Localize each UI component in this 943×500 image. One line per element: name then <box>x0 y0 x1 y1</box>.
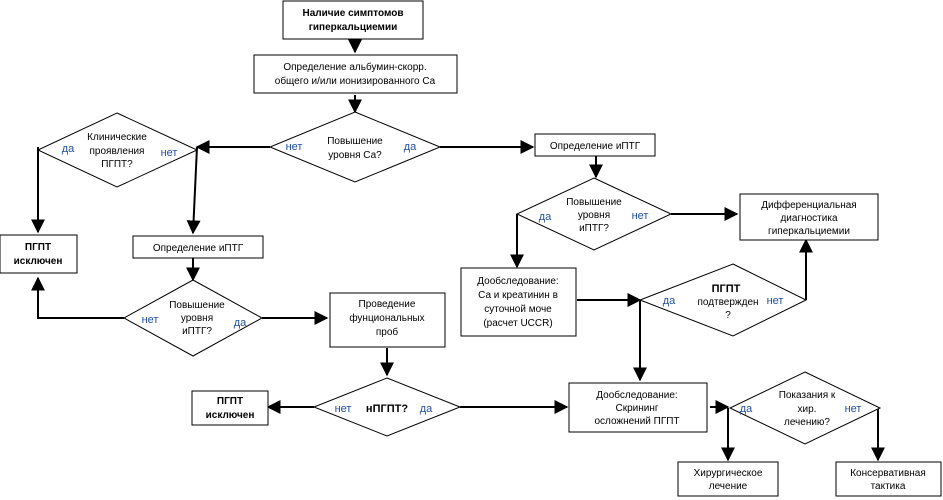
svg-text:гиперкальциемии: гиперкальциемии <box>768 226 850 237</box>
label-npgpt-no: нет <box>335 403 352 415</box>
svg-text:подтвержден: подтвержден <box>697 297 758 308</box>
svg-text:Дообследование:: Дообследование: <box>596 389 677 401</box>
svg-text:Наличие симптомов: Наличие симптомов <box>303 8 404 19</box>
svg-text:Повышение: Повышение <box>566 197 622 208</box>
svg-text:лечение: лечение <box>709 481 748 492</box>
svg-text:гиперкальциемии: гиперкальциемии <box>309 22 398 33</box>
svg-text:Повышение: Повышение <box>169 300 225 311</box>
label-ipth-right-yes: да <box>539 211 552 223</box>
label-surgery-no: нет <box>845 403 862 415</box>
svg-text:иПТГ?: иПТГ? <box>579 223 609 234</box>
decision-ipth-right: Повышение уровня иПТГ? <box>515 177 673 251</box>
label-ipth-right-no: нет <box>632 210 649 222</box>
svg-text:Дифференциальная: Дифференциальная <box>761 199 856 211</box>
svg-text:Определение иПТГ: Определение иПТГ <box>153 243 244 254</box>
label-ipth-left-yes: да <box>234 317 247 329</box>
svg-text:лечению?: лечению? <box>784 417 830 428</box>
svg-text:осложнений ПГПТ: осложнений ПГПТ <box>594 416 679 427</box>
node-ipth-left: Определение иПТГ <box>132 235 264 259</box>
label-confirmed-no: нет <box>767 295 784 307</box>
svg-text:(расчет UCCR): (расчет UCCR) <box>483 318 552 329</box>
node-diff-diag: Дифференциальная диагностика гиперкальци… <box>739 193 879 241</box>
label-clinical-yes: да <box>62 143 75 155</box>
svg-text:Определение альбумин-скорр.: Определение альбумин-скорр. <box>283 61 426 73</box>
svg-text:Дообследование:: Дообследование: <box>477 275 558 287</box>
edges <box>31 39 885 462</box>
node-start: Наличие симптомов гиперкальциемии <box>282 0 424 40</box>
svg-text:Клинические: Клинические <box>87 132 147 143</box>
svg-text:диагностика: диагностика <box>780 213 837 224</box>
decision-surgery-indications: Показания к хир. лечению? <box>728 371 882 445</box>
svg-text:Проведение: Проведение <box>359 299 416 310</box>
svg-text:ПГПТ: ПГПТ <box>217 396 243 407</box>
label-ca-yes: да <box>404 141 417 153</box>
decision-npgpt: нПГПТ? <box>312 377 462 437</box>
edge-clinical-no-to-ipth <box>186 146 201 235</box>
label-confirmed-yes: да <box>663 295 676 307</box>
svg-text:тактика: тактика <box>871 481 906 492</box>
svg-text:общего и/или ионизированного: общего и/или ионизированного Са <box>275 75 436 87</box>
node-extra-exam-1: Дообследование: Са и креатинин в суточно… <box>460 267 577 337</box>
svg-text:проявления: проявления <box>90 146 145 157</box>
label-ipth-left-no: нет <box>142 314 159 326</box>
label-clinical-no: нет <box>161 147 178 159</box>
svg-text:уровня: уровня <box>181 313 213 324</box>
svg-text:Показания к: Показания к <box>779 390 836 401</box>
label-npgpt-yes: да <box>420 403 433 415</box>
node-pgpt-excluded-2: ПГПТ исключен <box>191 390 269 426</box>
svg-text:хир.: хир. <box>798 404 817 415</box>
node-conservative-tactic: Консервативная тактика <box>835 461 942 497</box>
svg-text:ПГПТ: ПГПТ <box>712 283 741 295</box>
svg-text:Са и креатинин в: Са и креатинин в <box>478 290 558 301</box>
svg-text:фунциональных: фунциональных <box>349 312 424 324</box>
decision-pgpt-confirmed: ПГПТ подтвержден ? <box>638 263 808 337</box>
svg-text:уровня: уровня <box>578 210 610 221</box>
edge-ipth-left-no <box>31 276 124 319</box>
decision-ca-increase: Повышение уровня Са? <box>268 111 442 183</box>
svg-text:Скрининг: Скрининг <box>615 403 658 414</box>
node-surgical-treatment: Хирургическое лечение <box>677 461 779 497</box>
svg-text:?: ? <box>725 310 731 321</box>
node-pgpt-excluded-1: ПГПТ исключен <box>0 234 78 274</box>
label-ca-no: нет <box>286 141 303 153</box>
svg-text:уровня Са?: уровня Са? <box>328 150 382 161</box>
svg-text:Определение иПТГ: Определение иПТГ <box>550 141 641 152</box>
node-extra-exam-2: Дообследование: Скрининг осложнений ПГПТ <box>568 382 708 433</box>
svg-text:Консервативная: Консервативная <box>850 468 926 479</box>
svg-text:иПТГ?: иПТГ? <box>182 326 212 337</box>
svg-text:проб: проб <box>376 326 399 338</box>
node-determine-ca: Определение альбумин-скорр. общего и/или… <box>253 54 458 94</box>
label-surgery-yes: да <box>740 403 753 415</box>
svg-text:исключен: исключен <box>14 256 63 267</box>
svg-text:нПГПТ?: нПГПТ? <box>366 403 408 415</box>
svg-text:ПГПТ: ПГПТ <box>25 242 51 253</box>
svg-text:Повышение: Повышение <box>327 136 383 147</box>
decision-ipth-left: Повышение уровня иПТГ? <box>122 279 264 357</box>
node-functional-tests: Проведение фунциональных проб <box>329 292 446 348</box>
node-ipth-right: Определение иПТГ <box>534 133 656 157</box>
svg-text:суточной моче: суточной моче <box>484 304 552 315</box>
svg-text:ПГПТ?: ПГПТ? <box>101 159 133 170</box>
svg-text:исключен: исключен <box>206 410 255 421</box>
svg-text:Хирургическое: Хирургическое <box>694 468 763 479</box>
decision-clinical: Клинические проявления ПГПТ? <box>36 112 199 188</box>
